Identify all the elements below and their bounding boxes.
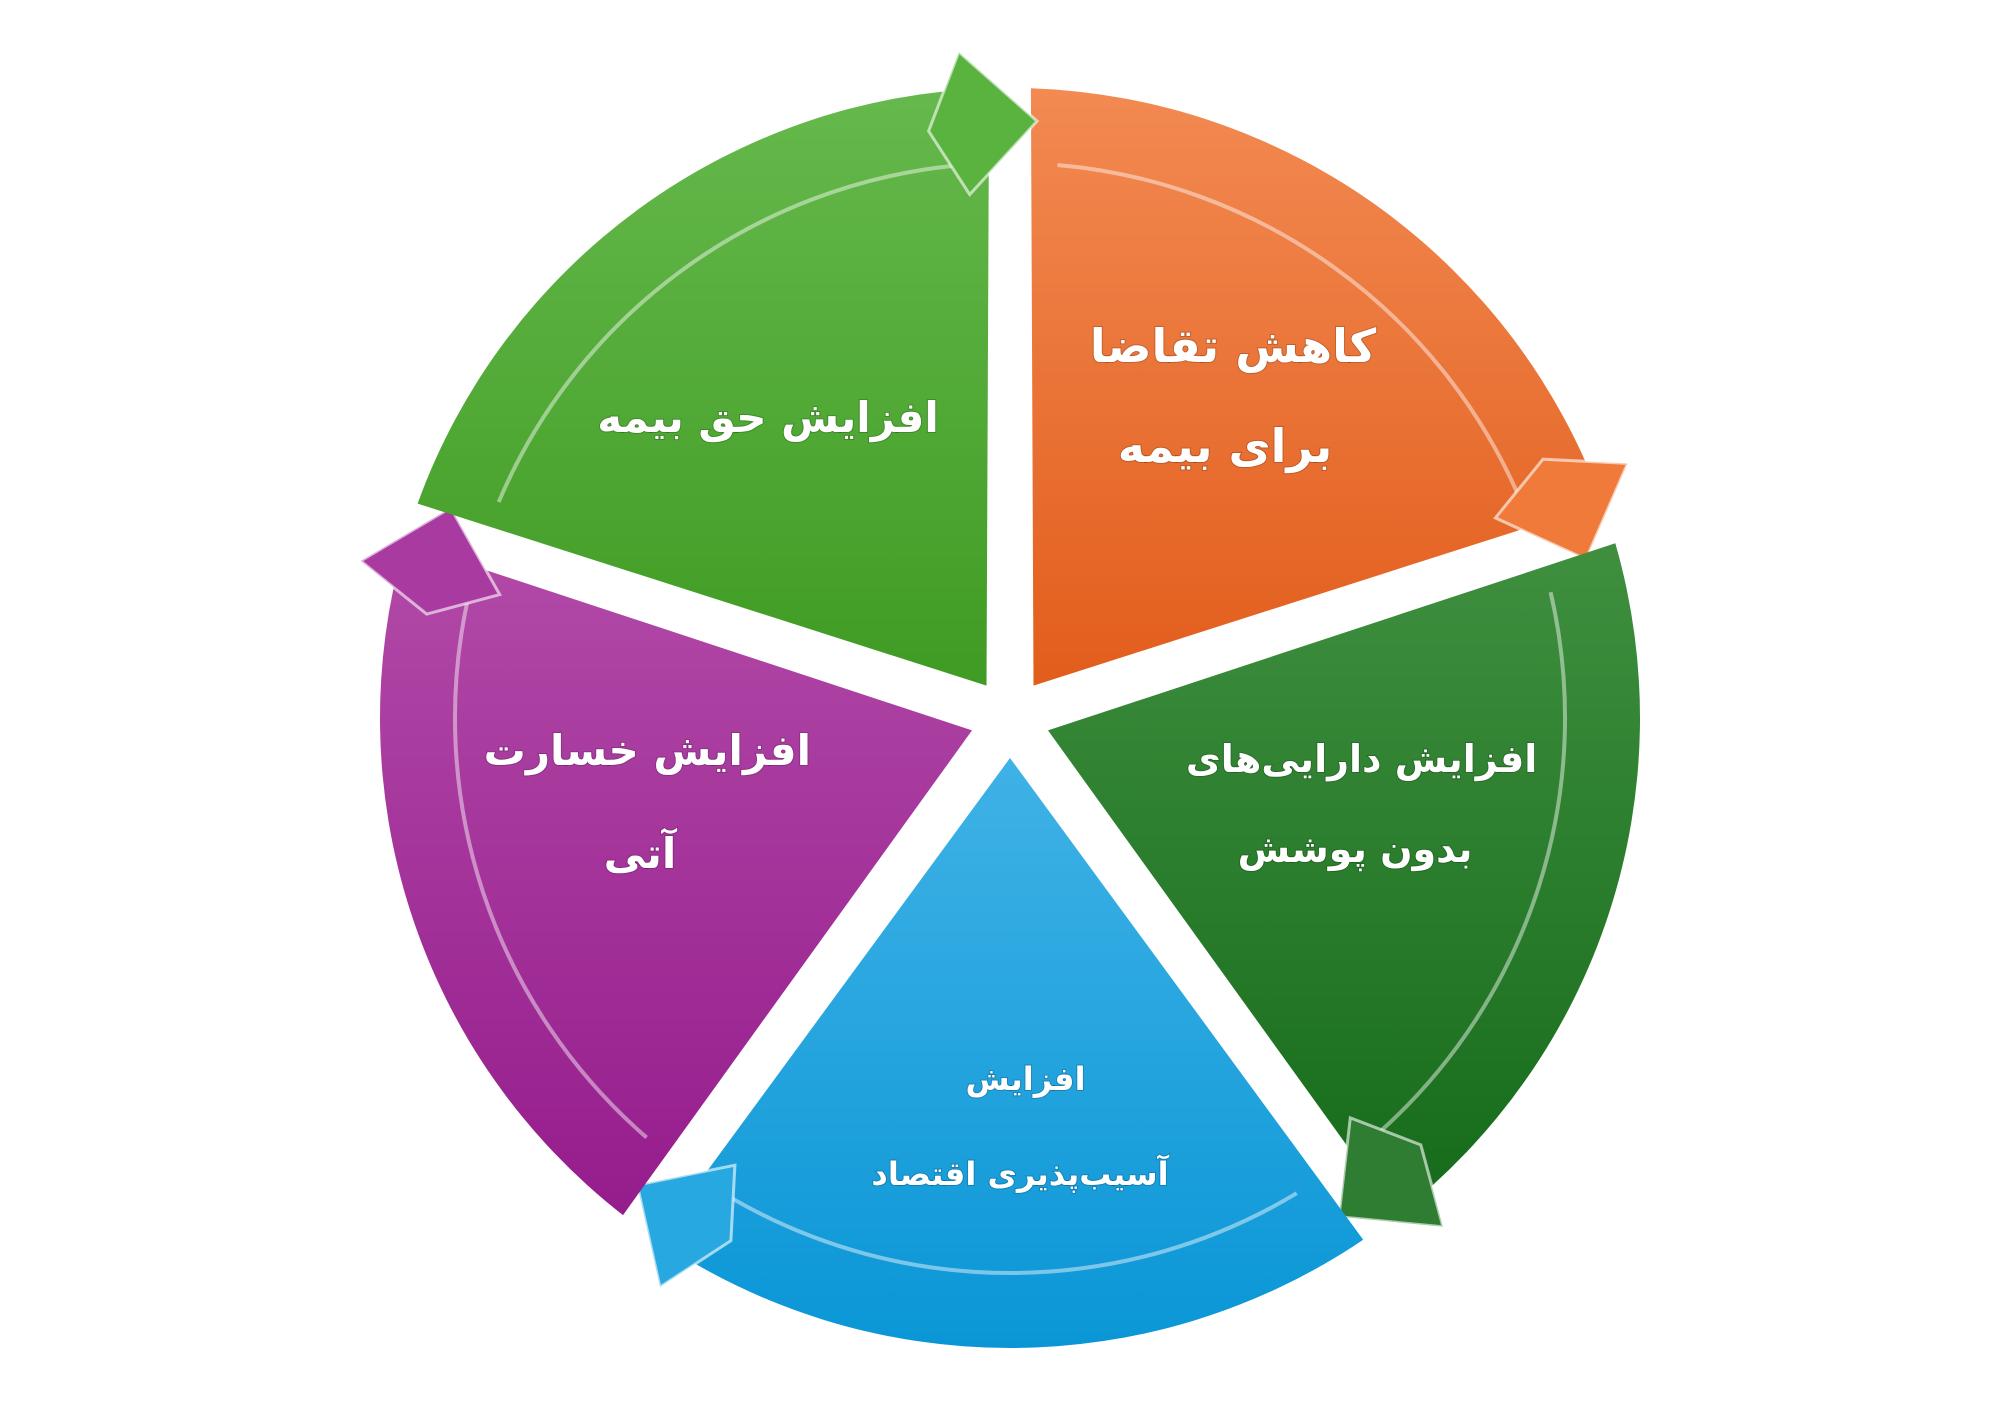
- segment-light-green-inner-arc: [496, 163, 954, 503]
- segment-purple-arrow-icon: [358, 505, 502, 616]
- segment-purple-body: [379, 543, 972, 1216]
- segment-blue-arrow-icon: [635, 1163, 737, 1290]
- segment-orange-line-1: کاهش تقاضا: [1090, 319, 1377, 373]
- segment-orange-label: کاهش تقاضا برای بیمه: [1074, 319, 1377, 473]
- segment-orange-body: [1030, 88, 1603, 686]
- segment-purple-line-1: افزایش خسارت: [484, 726, 811, 776]
- segment-light-green-label: افزایش حق بیمه: [597, 393, 938, 443]
- segment-light-green-arrow-icon: [926, 49, 1040, 197]
- segment-orange: کاهش تقاضا برای بیمه: [1030, 88, 1630, 686]
- segment-light-green: افزایش حق بیمه: [417, 49, 1040, 686]
- segment-blue: افزایش آسیب‌پذیری اقتصاد: [635, 758, 1364, 1349]
- segment-dark-green-inner-arc: [1379, 591, 1567, 1133]
- segment-dark-green-line-2: بدون پوشش: [1238, 827, 1473, 872]
- segment-blue-label: افزایش آسیب‌پذیری اقتصاد: [871, 1060, 1169, 1193]
- segment-light-green-body: [417, 88, 990, 686]
- segment-light-green-line-1: افزایش حق بیمه: [597, 393, 938, 443]
- segment-purple-inner-arc: [452, 601, 648, 1140]
- segment-orange-arrow-icon: [1493, 457, 1630, 562]
- segment-dark-green-label: افزایش دارایی‌های بدون پوشش: [1173, 737, 1538, 872]
- segment-dark-green: افزایش دارایی‌های بدون پوشش: [1048, 543, 1641, 1229]
- segment-dark-green-arrow-icon: [1337, 1115, 1445, 1229]
- segment-purple-label: افزایش خسارت آتی: [469, 726, 811, 878]
- segment-blue-body: [656, 758, 1364, 1349]
- segment-purple-line-2: آتی: [604, 828, 678, 878]
- segment-blue-line-1: افزایش: [966, 1060, 1086, 1098]
- segment-orange-inner-arc: [1057, 163, 1520, 494]
- segment-purple: افزایش خسارت آتی: [358, 505, 972, 1216]
- segment-orange-line-2: برای بیمه: [1118, 419, 1333, 473]
- segment-dark-green-line-1: افزایش دارایی‌های: [1186, 737, 1537, 781]
- segment-dark-green-body: [1048, 543, 1641, 1216]
- segment-blue-line-2: آسیب‌پذیری اقتصاد: [871, 1154, 1169, 1193]
- segment-blue-inner-arc: [730, 1191, 1298, 1275]
